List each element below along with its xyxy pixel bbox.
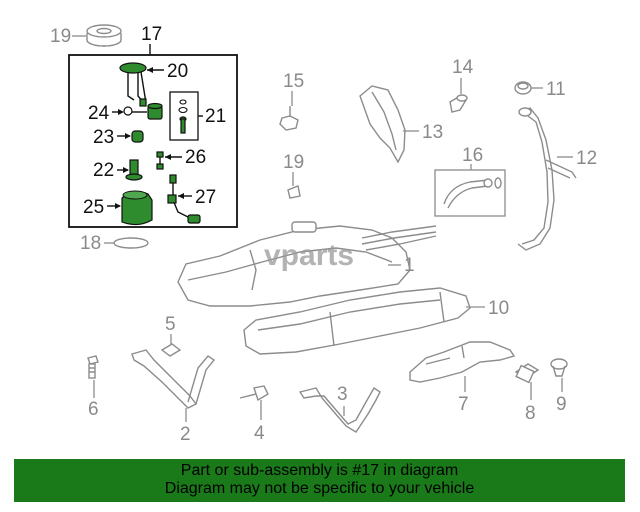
watermark: vparts xyxy=(264,239,354,272)
callout-6: 6 xyxy=(88,399,99,420)
part-22-filter[interactable] xyxy=(125,159,143,181)
callout-12: 12 xyxy=(576,148,597,169)
part-4-bolt[interactable] xyxy=(239,385,269,402)
parts-diagram: 19 17 20 21 24 23 xyxy=(50,24,597,445)
part-26-connector[interactable] xyxy=(156,151,164,170)
part-21-kit[interactable] xyxy=(169,91,199,141)
part-2-strap[interactable] xyxy=(131,349,216,409)
callout-17: 17 xyxy=(141,24,162,45)
part-1-fuel-tank[interactable] xyxy=(177,221,437,307)
callout-21: 21 xyxy=(205,106,226,127)
callout-9: 9 xyxy=(556,394,567,415)
callout-14: 14 xyxy=(452,57,474,78)
callout-11: 11 xyxy=(546,79,566,100)
callout-19-lower: 19 xyxy=(283,152,304,173)
part-9-plug[interactable] xyxy=(550,358,568,377)
callout-10: 10 xyxy=(488,298,509,319)
part-20-pump-bracket[interactable] xyxy=(119,62,147,107)
callout-5: 5 xyxy=(165,314,176,335)
part-27-sender[interactable] xyxy=(167,174,201,224)
info-banner: Part or sub-assembly is #17 in diagram D… xyxy=(14,459,625,502)
info-banner-line-1: Part or sub-assembly is #17 in diagram xyxy=(180,462,459,479)
callout-15: 15 xyxy=(283,71,304,92)
part-7-bracket[interactable] xyxy=(409,341,516,383)
part-18-gasket[interactable] xyxy=(113,237,149,249)
part-15-bolt[interactable] xyxy=(279,106,299,131)
callout-3: 3 xyxy=(337,384,348,405)
part-3-strap[interactable] xyxy=(298,387,381,433)
part-5-bracket-clip[interactable] xyxy=(160,343,182,357)
part-14-grommet[interactable] xyxy=(449,94,468,113)
part-6-bolt[interactable] xyxy=(87,355,99,379)
part-16-hose-kit[interactable] xyxy=(434,169,506,217)
callout-8: 8 xyxy=(525,403,536,424)
part-23-bushing[interactable] xyxy=(131,130,144,143)
callout-16: 16 xyxy=(462,145,483,166)
assembly-17-box[interactable] xyxy=(68,44,238,228)
callout-1: 1 xyxy=(404,255,415,276)
part-13-protector[interactable] xyxy=(359,85,406,164)
part-8-bushing[interactable] xyxy=(514,363,540,384)
callout-7: 7 xyxy=(458,394,469,415)
part-19-cap[interactable] xyxy=(86,24,122,47)
callout-27: 27 xyxy=(195,187,216,208)
part-12-filler-pipe[interactable] xyxy=(517,107,577,251)
callout-18: 18 xyxy=(80,233,101,254)
callout-20: 20 xyxy=(167,61,188,82)
callout-13: 13 xyxy=(422,122,443,143)
callout-19-top: 19 xyxy=(50,26,71,47)
callout-23: 23 xyxy=(93,127,114,148)
info-banner-line-2: Diagram may not be specific to your vehi… xyxy=(164,480,475,497)
part-24-seal[interactable] xyxy=(123,102,163,120)
callout-22: 22 xyxy=(93,160,114,181)
callout-2: 2 xyxy=(180,424,191,445)
part-25-pump[interactable] xyxy=(121,190,153,226)
callout-24: 24 xyxy=(88,103,110,124)
part-10-tank-shield[interactable] xyxy=(243,287,471,355)
callout-26: 26 xyxy=(185,147,206,168)
callout-4: 4 xyxy=(254,423,265,444)
callout-25: 25 xyxy=(83,197,104,218)
part-19-clip[interactable] xyxy=(287,185,301,199)
part-11-fuel-cap[interactable] xyxy=(514,81,532,95)
